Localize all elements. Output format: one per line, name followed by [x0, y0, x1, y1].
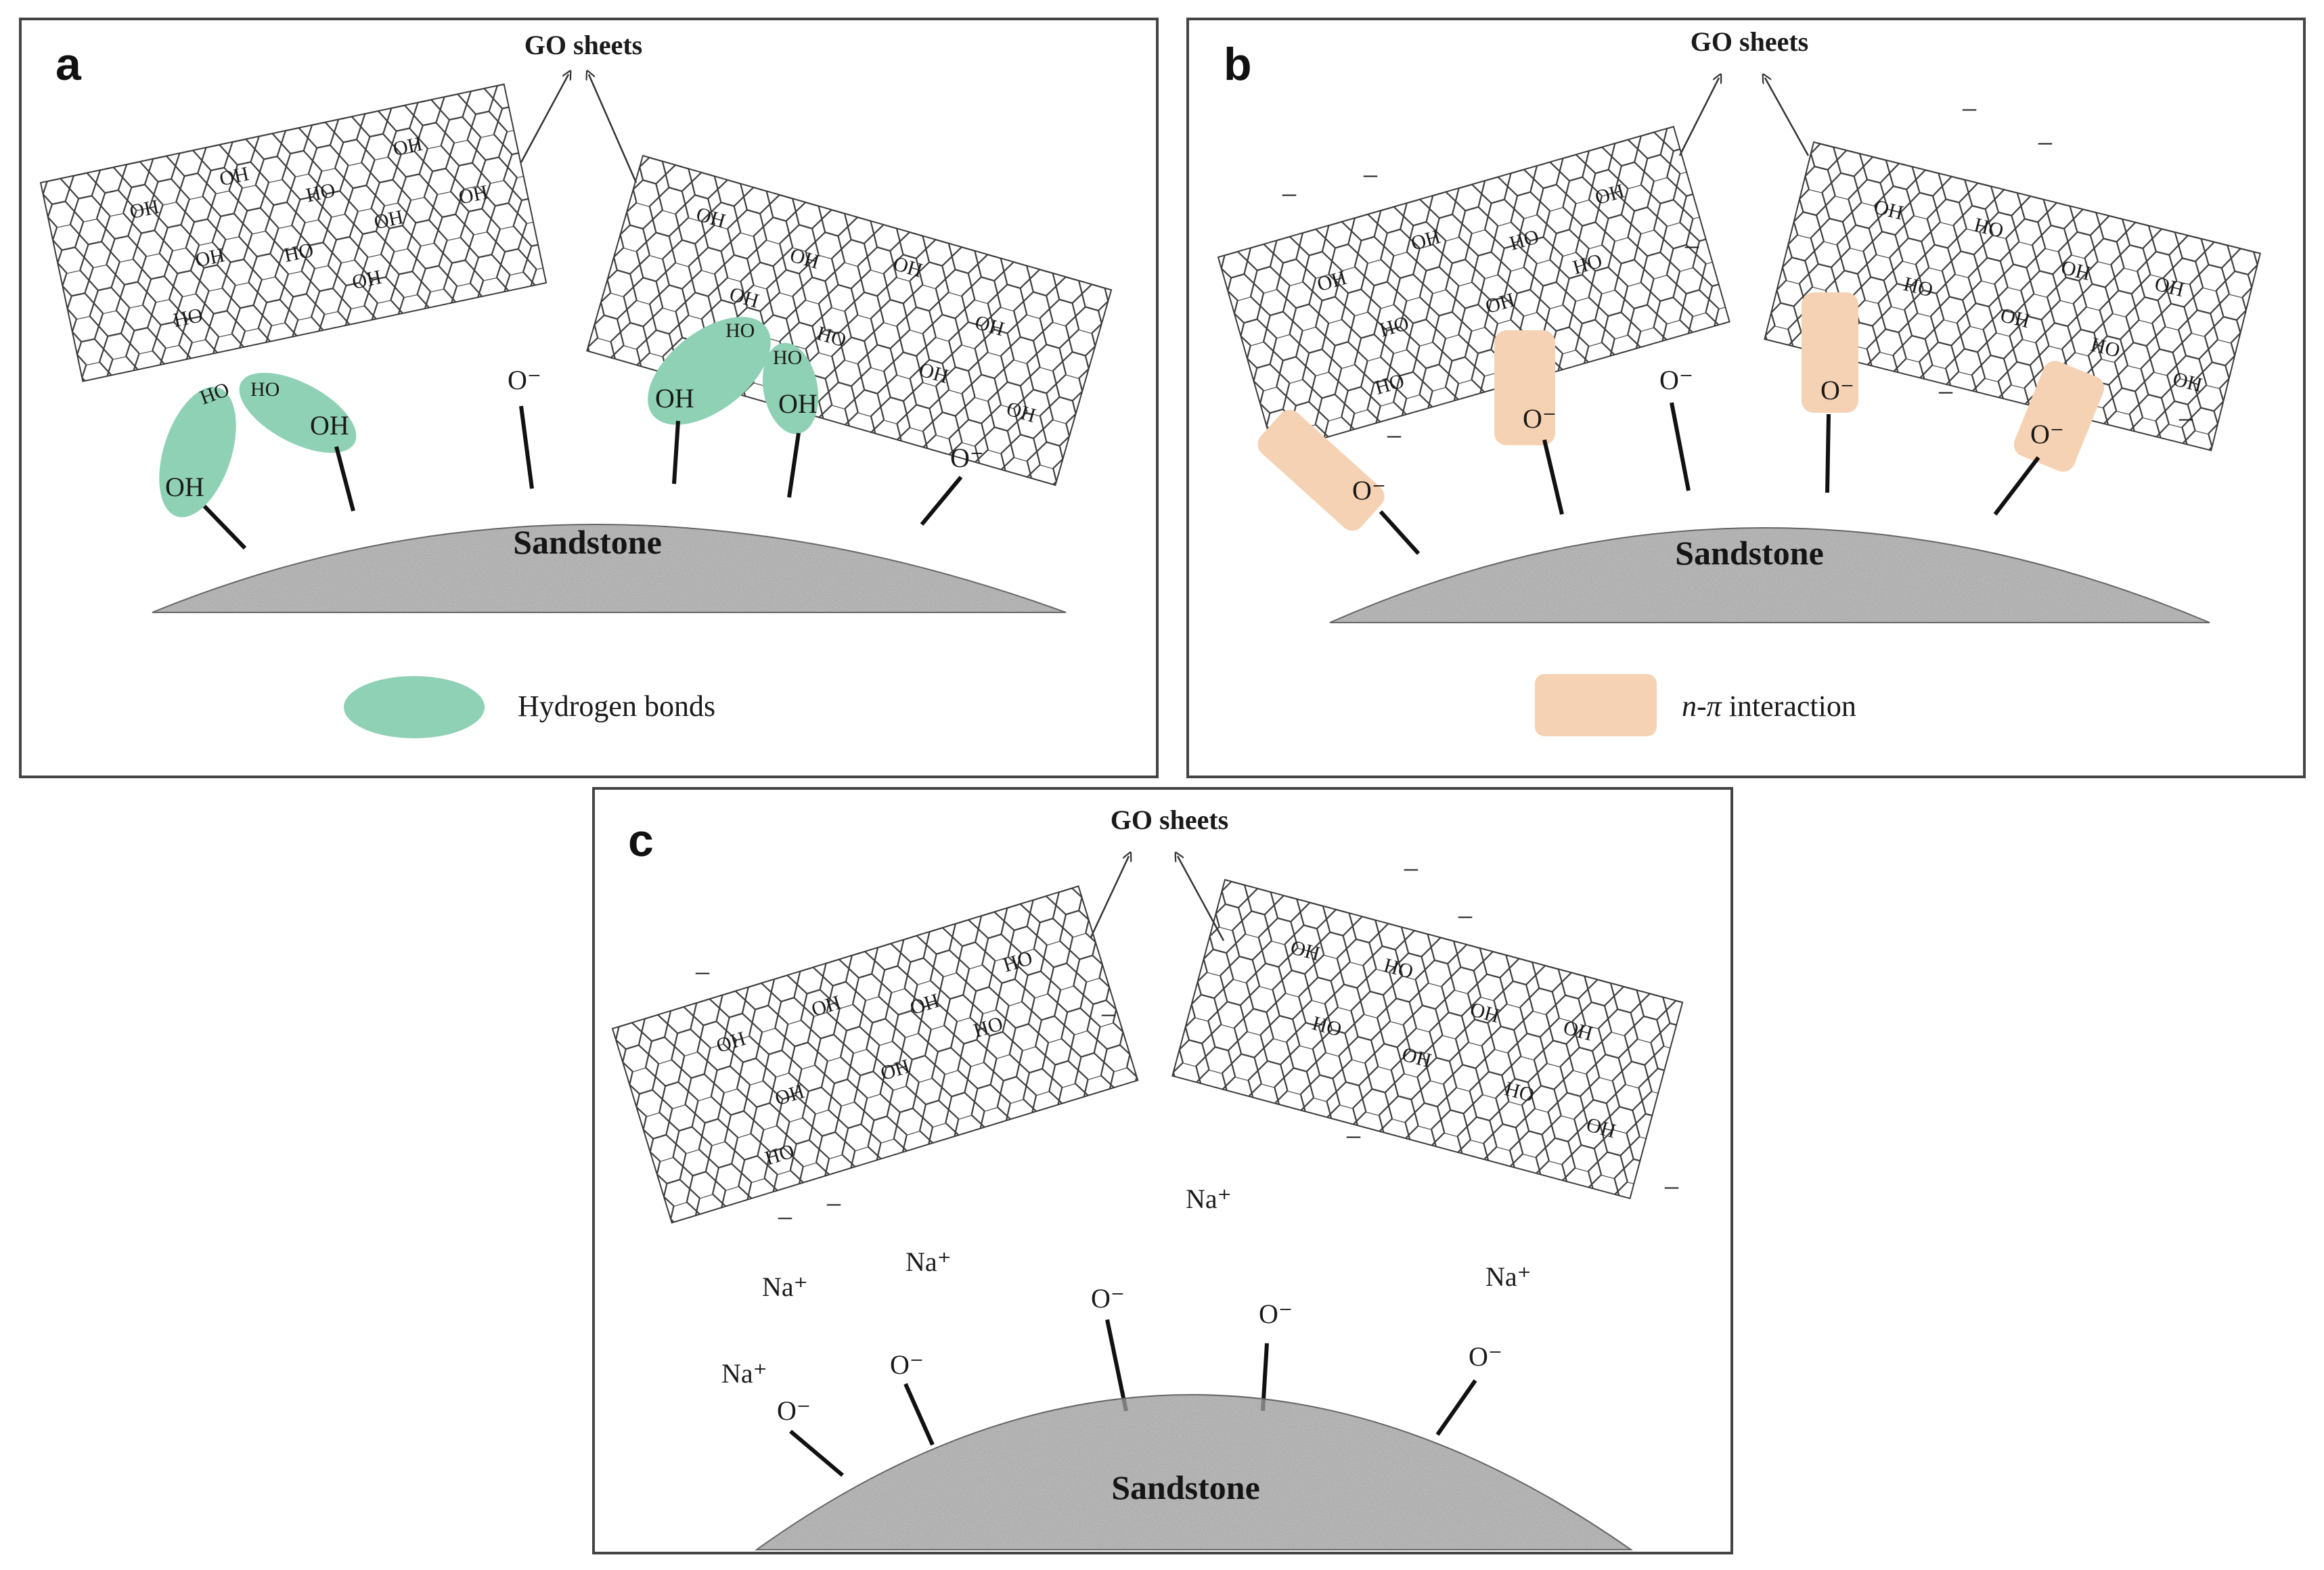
panel-a-hbond-3: [648, 317, 771, 425]
panel-b-o-minus-2: O⁻: [1523, 403, 1557, 434]
svg-text:–: –: [1938, 375, 1953, 405]
panel-b-legend-label: n-π interaction: [1682, 690, 1856, 723]
svg-text:–: –: [1684, 229, 1699, 260]
panel-b-sandstone: [1329, 527, 2210, 623]
panel-b-o-minus-1: O⁻: [1352, 475, 1386, 506]
panel-c-na-1: Na⁺: [1186, 1184, 1232, 1214]
svg-text:–: –: [778, 1201, 792, 1231]
panel-b-arrow-right: [1765, 78, 1810, 156]
panel-b-sandstone-label: Sandstone: [1675, 534, 1824, 572]
panel-a-legend-swatch: [344, 676, 485, 738]
panel-a-o-minus-2: O⁻: [950, 443, 984, 473]
panel-a-legend-label: Hydrogen bonds: [518, 690, 715, 723]
svg-text:–: –: [1458, 899, 1473, 930]
svg-text:–: –: [826, 1187, 841, 1217]
panel-b-go-sheets-label: GO sheets: [1691, 26, 1808, 57]
panel-c-o-minus-3: O⁻: [1091, 1283, 1125, 1314]
panel-a-hbond-2: [239, 372, 357, 453]
panel-a-oh-1: OH: [165, 472, 204, 502]
panel-b-arrow-left: [1678, 78, 1719, 156]
panel-c-na-4: Na⁺: [1485, 1261, 1532, 1292]
panel-c-arrow-left: [1090, 856, 1129, 938]
panel-c-letter: c: [628, 815, 654, 866]
panel-a-letter: a: [55, 39, 82, 90]
panel-a-sandstone-label: Sandstone: [513, 523, 662, 561]
panel-b-legend-swatch: [1535, 674, 1657, 736]
svg-text:–: –: [1346, 1119, 1361, 1150]
panel-a-hbond-1: [159, 386, 236, 518]
panel-c-o-minus-5: O⁻: [1469, 1341, 1502, 1372]
panel-b-o-minus-4: O⁻: [1820, 375, 1854, 405]
panel-a-o-minus-1: O⁻: [508, 365, 541, 395]
panel-a-oh-3: OH: [655, 383, 694, 413]
svg-text:–: –: [1962, 92, 1977, 122]
panel-c-go-sheets-label: GO sheets: [1111, 805, 1228, 835]
panel-c-sandstone: [754, 1394, 1634, 1550]
panel-a-arrow-left: [520, 74, 568, 163]
panel-b-npi-4: [2013, 361, 2105, 472]
panel-b-o-minus-5: O⁻: [2030, 419, 2064, 449]
svg-text:–: –: [2038, 126, 2053, 156]
panel-a-oh-4: OH: [778, 388, 818, 419]
svg-text:–: –: [1404, 852, 1418, 882]
panel-b-legend-rest: interaction: [1722, 690, 1856, 723]
panel-c-o-minus-2: O⁻: [890, 1349, 924, 1380]
svg-text:–: –: [1387, 419, 1402, 449]
panel-b-legend-italic: n-π: [1682, 690, 1723, 723]
svg-text:–: –: [695, 956, 710, 986]
panel-c-na-3: Na⁺: [762, 1272, 808, 1302]
panel-a-oh-2: OH: [310, 410, 349, 441]
panel-a-hbond-4: [762, 342, 819, 434]
panel-a-arrow-right: [589, 74, 638, 183]
panel-a-go-sheets-label: GO sheets: [524, 30, 642, 60]
panel-b-letter: b: [1224, 39, 1252, 90]
svg-text:–: –: [1664, 1170, 1679, 1201]
svg-text:–: –: [1282, 177, 1297, 208]
svg-text:HO: HO: [773, 346, 802, 369]
svg-text:–: –: [2178, 402, 2193, 432]
panel-b-o-minus-3: O⁻: [1659, 365, 1693, 395]
panel-b-npi-1: [1257, 409, 1385, 531]
svg-text:–: –: [1363, 158, 1378, 189]
panel-c-o-minus-1: O⁻: [777, 1395, 811, 1426]
panel-b-frame: [1186, 18, 2306, 778]
svg-text:HO: HO: [250, 378, 280, 401]
panel-a-frame: [19, 18, 1159, 778]
panel-c-frame: [592, 787, 1733, 1554]
panel-b-npi-3: [1802, 292, 1858, 413]
svg-text:–: –: [1101, 997, 1116, 1028]
panel-c-o-minus-4: O⁻: [1259, 1299, 1293, 1329]
svg-text:HO: HO: [725, 319, 755, 342]
panel-b-npi-2: [1494, 330, 1555, 445]
panel-c-sandstone-label: Sandstone: [1111, 1468, 1260, 1506]
panel-c-na-5: Na⁺: [721, 1358, 767, 1389]
panel-a-sandstone: [152, 524, 1067, 613]
panel-c-na-2: Na⁺: [906, 1247, 952, 1277]
